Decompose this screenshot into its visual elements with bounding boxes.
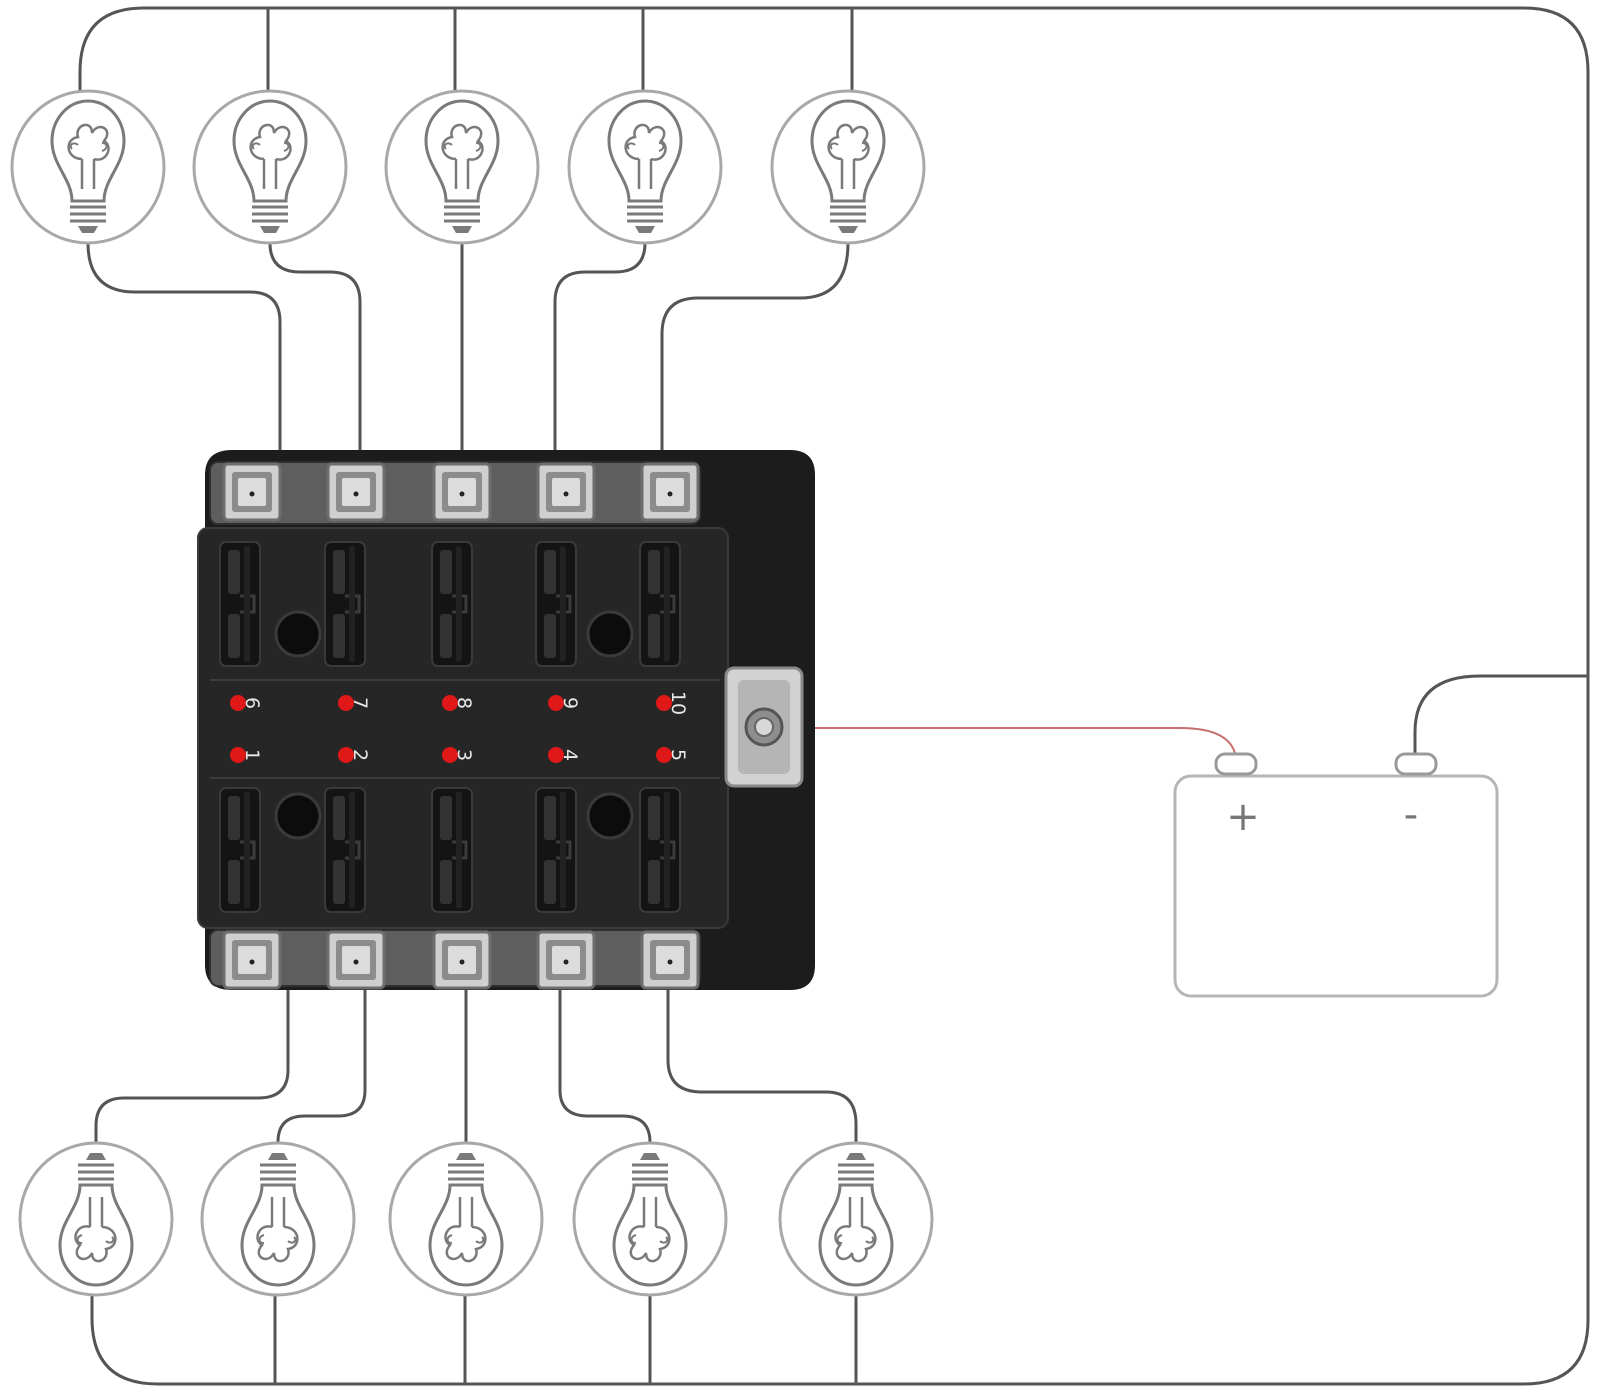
bottom-lamp-1 xyxy=(18,1141,174,1297)
bus-stud xyxy=(724,666,804,788)
fuse-label-4: 4 xyxy=(559,749,581,761)
blade-fuse-icon xyxy=(430,540,474,668)
positive-wire xyxy=(815,727,1237,759)
fuse-indicators: 6 1 7 2 8 3 9 4 10 5 xyxy=(230,691,689,763)
top-lamp-wire-5 xyxy=(660,242,850,462)
indicator-led-icon xyxy=(338,695,354,711)
top-lamp-2 xyxy=(192,89,348,245)
bottom-lamp-4 xyxy=(572,1141,728,1297)
blade-fuse-icon xyxy=(534,540,578,668)
bottom-lamp-wire-1 xyxy=(94,990,290,1142)
bottom-terminal-4 xyxy=(536,930,596,990)
lamps xyxy=(10,89,934,1297)
indicator-led-icon xyxy=(548,695,564,711)
mount-hole-3 xyxy=(274,792,322,840)
bottom-terminal-1 xyxy=(222,930,282,990)
blade-fuse-icon xyxy=(430,786,474,914)
indicator-led-icon xyxy=(548,747,564,763)
blade-fuse-icon xyxy=(323,786,367,914)
top-terminal-2 xyxy=(326,462,386,522)
top-lamp-3 xyxy=(384,89,540,245)
fuse-label-8: 8 xyxy=(453,697,475,709)
bottom-terminal-2 xyxy=(326,930,386,990)
fuse-label-5: 5 xyxy=(667,749,689,761)
fuse-label-3: 3 xyxy=(453,749,475,761)
mount-hole-1 xyxy=(274,610,322,658)
top-terminal-3 xyxy=(432,462,492,522)
battery-negative-label: - xyxy=(1404,792,1418,838)
fuse-label-7: 7 xyxy=(349,697,371,709)
bottom-lamp-wire-2 xyxy=(276,990,367,1143)
top-lamp-1 xyxy=(10,89,166,245)
top-lamp-5 xyxy=(770,89,926,245)
top-bus-wire xyxy=(78,6,1590,1386)
top-terminal-1 xyxy=(222,462,282,522)
top-lamp-4 xyxy=(567,89,723,245)
indicator-led-icon xyxy=(338,747,354,763)
top-lamp-wire-1 xyxy=(86,242,282,462)
top-lamp-wire-4 xyxy=(553,242,647,462)
bottom-terminal-5 xyxy=(640,930,700,990)
blade-fuse-icon xyxy=(218,786,262,914)
top-lamp-wire-2 xyxy=(268,242,362,462)
indicator-led-icon xyxy=(230,695,246,711)
top-terminal-5 xyxy=(640,462,700,522)
indicator-led-icon xyxy=(656,747,672,763)
battery-positive-terminal xyxy=(1214,752,1258,776)
bottom-lamp-5 xyxy=(778,1141,934,1297)
indicator-led-icon xyxy=(442,747,458,763)
fuse-label-6: 6 xyxy=(241,697,263,709)
bottom-lamp-3 xyxy=(388,1141,544,1297)
indicator-led-icon xyxy=(442,695,458,711)
blade-fuse-icon xyxy=(218,540,262,668)
fuse-label-9: 9 xyxy=(559,697,581,709)
battery-negative-terminal xyxy=(1394,752,1438,776)
blade-fuse-icon xyxy=(638,786,682,914)
negative-wire xyxy=(1413,674,1588,758)
mount-hole-2 xyxy=(586,610,634,658)
bottom-lamp-wire-4 xyxy=(558,990,652,1143)
fuse-label-10: 10 xyxy=(667,691,689,715)
indicator-led-icon xyxy=(656,695,672,711)
battery-icon: + - xyxy=(1173,752,1499,998)
bottom-lamp-2 xyxy=(200,1141,356,1297)
fuse-label-2: 2 xyxy=(349,749,371,761)
battery-positive-label: + xyxy=(1226,794,1260,840)
fuse-box: 6 1 7 2 8 3 9 4 10 5 xyxy=(197,450,815,990)
blade-fuse-icon xyxy=(534,786,578,914)
bottom-terminal-3 xyxy=(432,930,492,990)
bottom-lamp-wire-5 xyxy=(666,990,858,1142)
mount-hole-4 xyxy=(586,792,634,840)
blade-fuse-icon xyxy=(638,540,682,668)
indicator-led-icon xyxy=(230,747,246,763)
battery-body xyxy=(1173,774,1499,998)
top-terminal-4 xyxy=(536,462,596,522)
fuse-label-1: 1 xyxy=(241,749,263,761)
blade-fuse-icon xyxy=(323,540,367,668)
